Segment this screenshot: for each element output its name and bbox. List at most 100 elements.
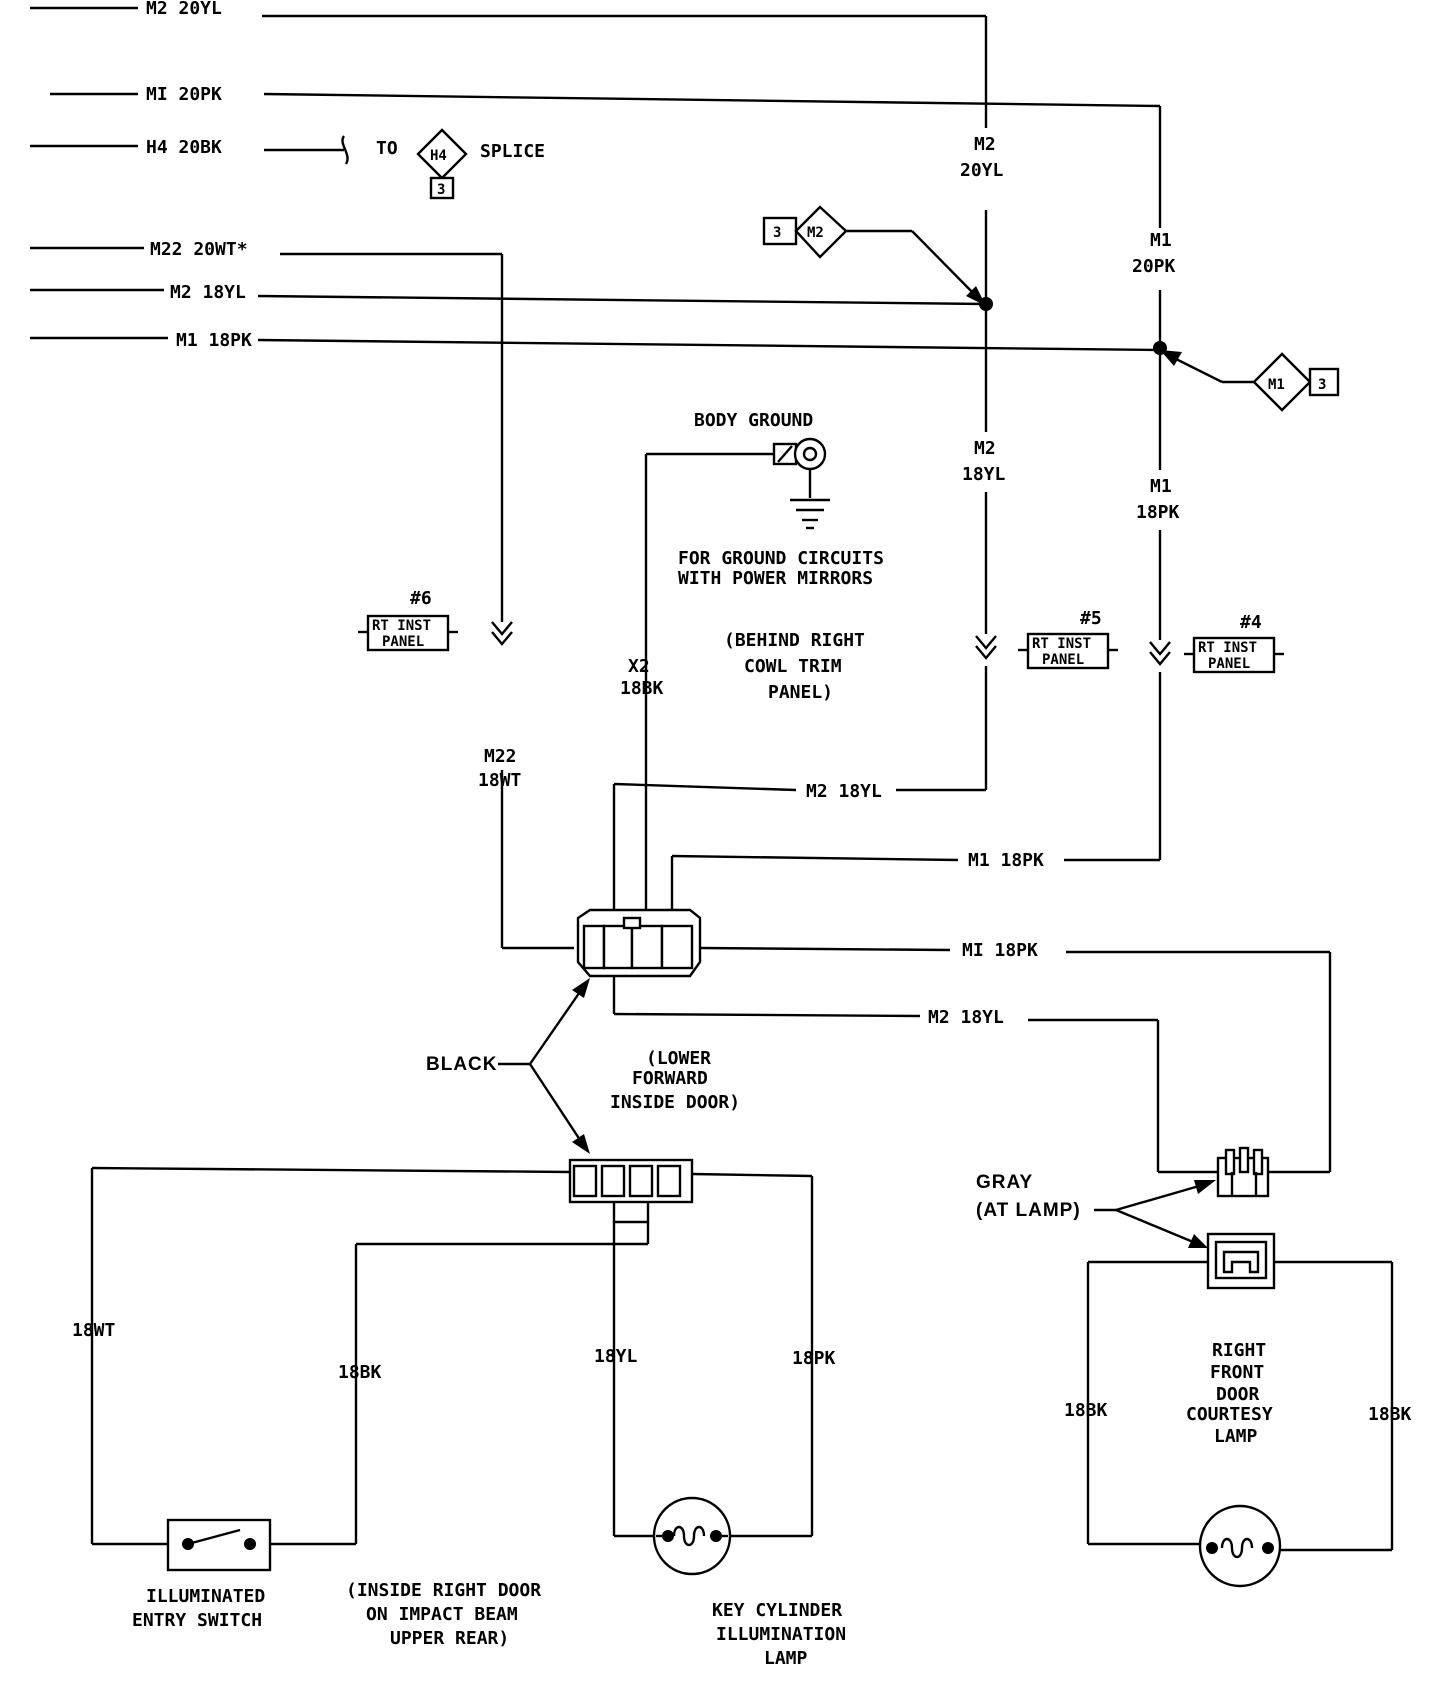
- m1-18pk-left-wire: [30, 336, 1161, 352]
- x2-label: X2: [628, 656, 650, 677]
- m1-18pk-left-label: M1 18PK: [176, 330, 252, 351]
- m22-code: M22: [484, 746, 517, 767]
- switch-loc-line3: UPPER REAR): [390, 1628, 509, 1649]
- m1-20pk-top-label: MI 20PK: [146, 84, 222, 105]
- courtesy-line4: COURTESY: [1186, 1404, 1273, 1425]
- key-lamp-line3: LAMP: [764, 1648, 808, 1669]
- m1-splice-symbol: [1160, 350, 1340, 412]
- svg-text:RT INST: RT INST: [1032, 636, 1091, 652]
- m2-20yl-top-label: M2 20YL: [146, 0, 222, 19]
- m2-splice-dot: [979, 297, 993, 311]
- black-loc-line2: FORWARD: [632, 1068, 708, 1089]
- courtesy-lamp-wires: [1086, 1260, 1394, 1552]
- m2-18yl-mid-label: M2 18YL: [806, 781, 882, 802]
- panel-ref-4: #4 RT INST PANEL: [1184, 612, 1284, 674]
- h4-splice-symbol: [416, 128, 468, 200]
- m22-20wt-label: M22 20WT*: [150, 239, 248, 260]
- m1-18pk-mid-label: M1 18PK: [968, 850, 1044, 871]
- panel-ref-6: #6 RT INST PANEL: [358, 588, 458, 652]
- m1-code-1: M1: [1150, 230, 1172, 251]
- panel-ref-5: #5 RT INST PANEL: [1018, 608, 1118, 670]
- black-callout-arrows: [498, 978, 590, 1154]
- body-ground-title: BODY GROUND: [694, 410, 813, 431]
- svg-text:RT INST: RT INST: [1198, 640, 1257, 656]
- m1-splice-num: 3: [1318, 377, 1326, 393]
- lower-harness-wires: [90, 1166, 814, 1546]
- m22-wire: [30, 246, 574, 950]
- courtesy-line2: FRONT: [1210, 1362, 1264, 1383]
- courtesy-line1: RIGHT: [1212, 1340, 1266, 1361]
- m1-20pk-gauge: 20PK: [1132, 256, 1176, 277]
- w-18bk-left-label: 18BK: [1064, 1400, 1108, 1421]
- illuminated-entry-switch: [166, 1518, 272, 1572]
- svg-text:#5: #5: [1080, 608, 1102, 629]
- m2-splice-num: 3: [773, 225, 781, 241]
- m2-20yl-wire: [30, 6, 988, 432]
- switch-loc-line1: (INSIDE RIGHT DOOR: [346, 1580, 541, 1601]
- svg-text:#6: #6: [410, 588, 432, 609]
- to-label: TO: [376, 138, 398, 159]
- connector-out-wires: [612, 946, 1332, 1174]
- m2-code-1: M2: [974, 134, 996, 155]
- m1-code-2: M1: [1150, 476, 1172, 497]
- chevron-5: [975, 635, 997, 660]
- w-18pk-lamp-label: 18PK: [792, 1348, 836, 1369]
- key-cylinder-lamp-bulb: [652, 1496, 732, 1576]
- ground-note-line1: FOR GROUND CIRCUITS: [678, 548, 884, 569]
- m22-gauge: 18WT: [478, 770, 522, 791]
- h4-20bk-label: H4 20BK: [146, 137, 222, 158]
- svg-text:PANEL: PANEL: [1208, 656, 1250, 672]
- m1-splice-dot: [1153, 341, 1167, 355]
- h4-splice-code: H4: [430, 148, 447, 164]
- courtesy-line5: LAMP: [1214, 1426, 1258, 1447]
- splice-label: SPLICE: [480, 141, 545, 162]
- gray-connector-lower: [1206, 1232, 1276, 1290]
- courtesy-line3: DOOR: [1216, 1384, 1260, 1405]
- w-18bk-switch-label: 18BK: [338, 1362, 382, 1383]
- ground-loc-line3: PANEL): [768, 682, 833, 703]
- h4-splice-num: 3: [437, 182, 445, 198]
- key-lamp-line2: ILLUMINATION: [716, 1624, 846, 1645]
- m2-18yl-left-wire: [30, 288, 987, 306]
- switch-label-line1: ILLUMINATED: [146, 1586, 265, 1607]
- gray-connector-upper: [1216, 1146, 1270, 1198]
- courtesy-lamp-bulb: [1198, 1504, 1282, 1588]
- svg-text:PANEL: PANEL: [382, 634, 424, 650]
- black-label: BLACK: [426, 1054, 498, 1075]
- gray-label-line2: (AT LAMP): [976, 1200, 1081, 1221]
- svg-text:PANEL: PANEL: [1042, 652, 1084, 668]
- m2-20yl-gauge: 20YL: [960, 160, 1004, 181]
- m2-splice-symbol: [762, 205, 986, 306]
- m2-splice-code: M2: [807, 225, 824, 241]
- m2-18yl-low-label: M2 18YL: [928, 1007, 1004, 1028]
- w-18yl-lamp-label: 18YL: [594, 1346, 638, 1367]
- gray-label-line1: GRAY: [976, 1172, 1033, 1193]
- x2-gauge: 18BK: [620, 678, 664, 699]
- key-lamp-line1: KEY CYLINDER: [712, 1600, 842, 1621]
- m1-splice-code: M1: [1268, 377, 1285, 393]
- black-loc-line1: (LOWER: [646, 1048, 711, 1069]
- m2-code-2: M2: [974, 438, 996, 459]
- ground-note-line2: WITH POWER MIRRORS: [678, 568, 873, 589]
- m1-18pk-gauge: 18PK: [1136, 502, 1180, 523]
- svg-text:RT INST: RT INST: [372, 618, 431, 634]
- w-18bk-right-label: 18BK: [1368, 1404, 1412, 1425]
- m2-18yl-gauge: 18YL: [962, 464, 1006, 485]
- ground-loc-line1: (BEHIND RIGHT: [724, 630, 865, 651]
- black-loc-line3: INSIDE DOOR): [610, 1092, 740, 1113]
- chevron-4: [1149, 641, 1171, 666]
- connector-feed-wires: [612, 782, 959, 928]
- m1-18pk-vertical-wire: [1064, 530, 1162, 862]
- body-ground-symbol: [644, 437, 830, 928]
- h4-20bk-wire: [30, 135, 349, 165]
- m2-18yl-left-label: M2 18YL: [170, 282, 246, 303]
- m1-20pk-wire: [50, 92, 1162, 470]
- w-18wt-label: 18WT: [72, 1320, 116, 1341]
- black-connector-upper: [576, 908, 702, 978]
- switch-label-line2: ENTRY SWITCH: [132, 1610, 262, 1631]
- svg-text:#4: #4: [1240, 612, 1262, 633]
- m1-18pk-low-label: MI 18PK: [962, 940, 1038, 961]
- switch-loc-line2: ON IMPACT BEAM: [366, 1604, 518, 1625]
- gray-callout-arrows: [1094, 1180, 1216, 1248]
